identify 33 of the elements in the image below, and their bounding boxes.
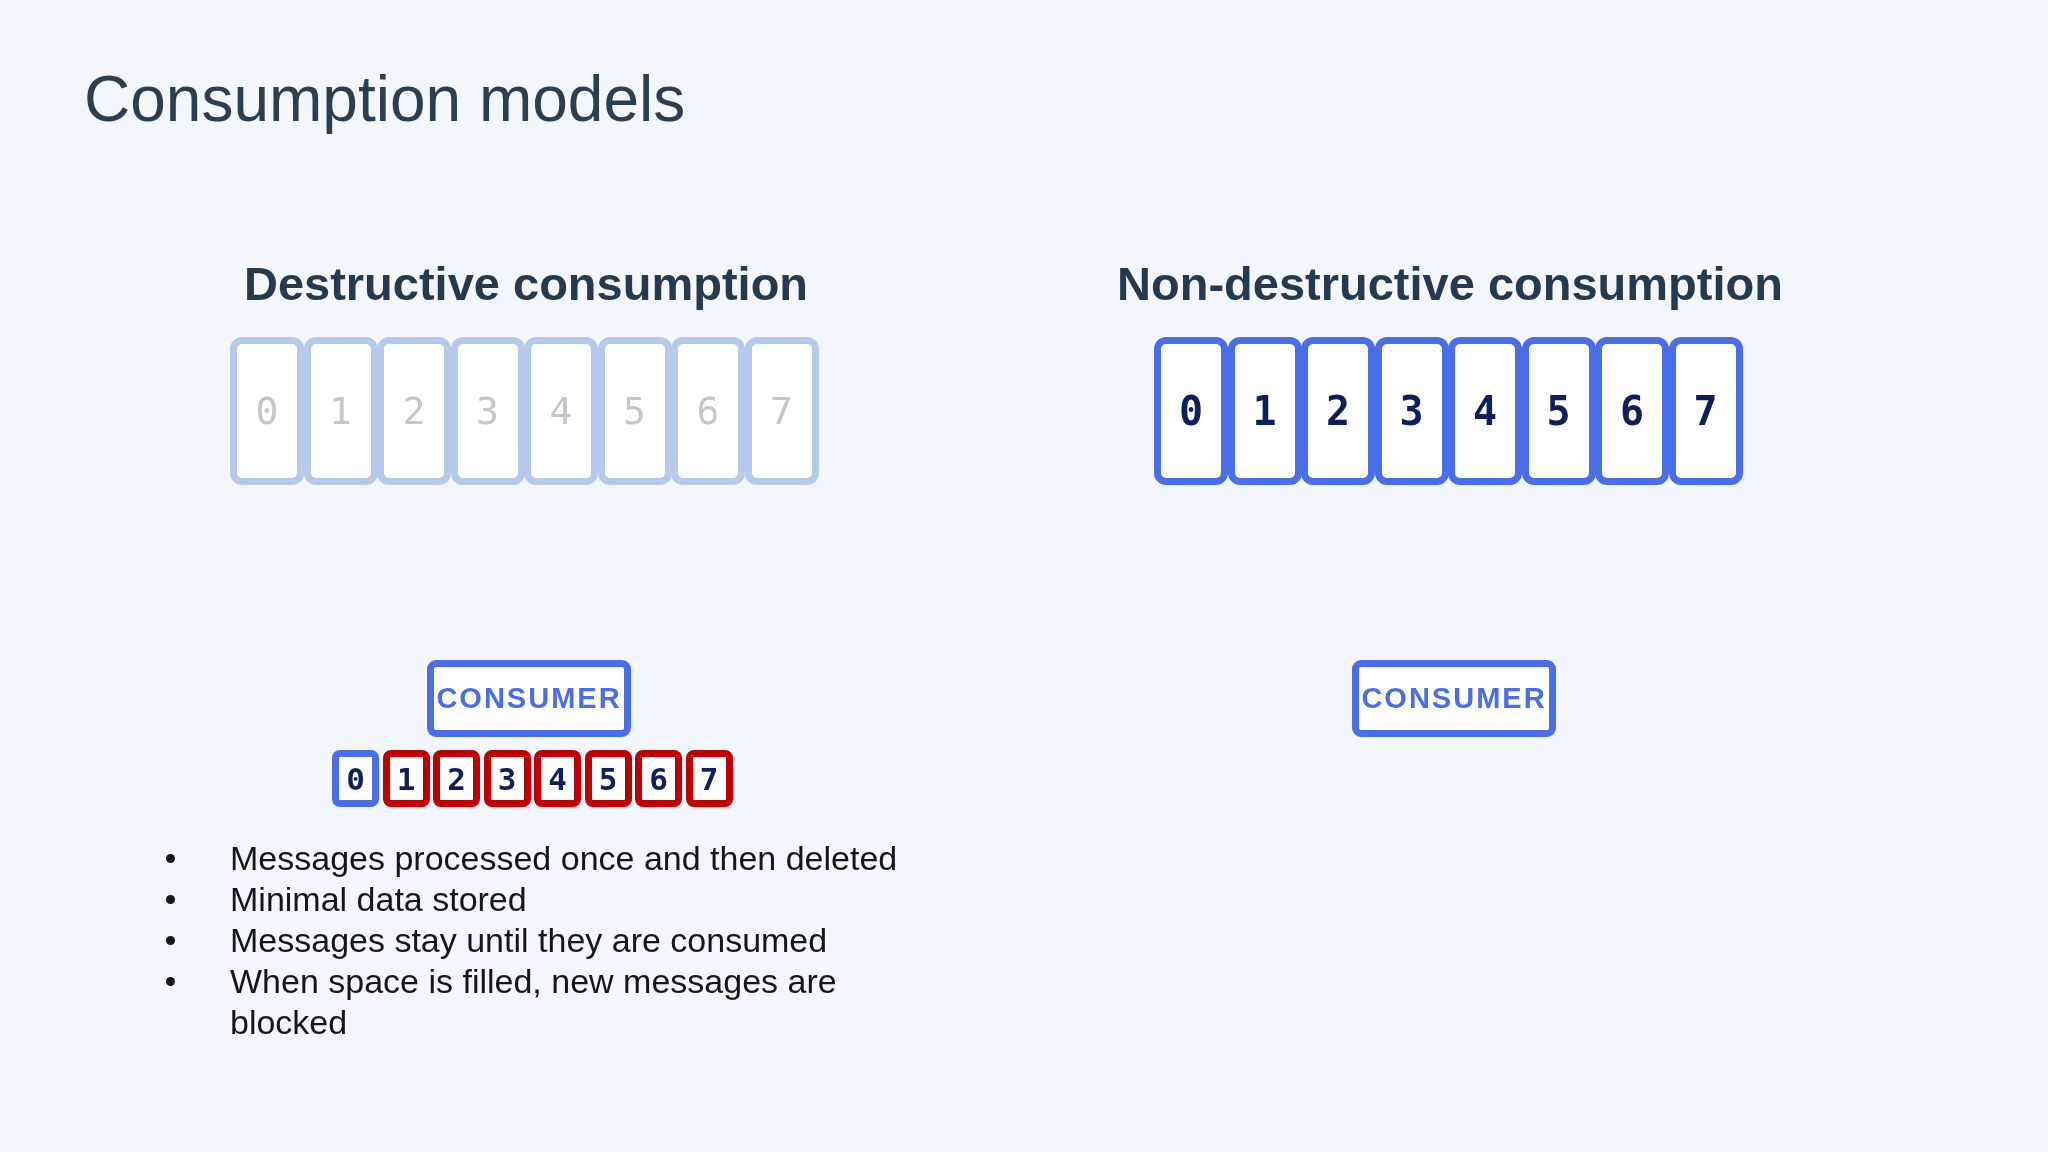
message-slot: 4 xyxy=(534,750,581,807)
bullet-text: Minimal data stored xyxy=(230,879,528,920)
message-slot: 1 xyxy=(1227,337,1302,485)
section-heading: Non-destructive consumption xyxy=(1117,256,1783,311)
message-slot: 6 xyxy=(1595,337,1669,485)
message-slot: 3 xyxy=(450,337,525,485)
message-slot: 2 xyxy=(377,337,451,485)
message-slot: 5 xyxy=(1521,337,1596,485)
section-heading: Destructive consumption xyxy=(243,256,809,311)
bullet-text: Messages processed once and then deleted xyxy=(230,838,899,879)
message-slot: 4 xyxy=(1448,337,1522,485)
bullet-text: When space is filled, new messages are blocked xyxy=(230,961,838,1043)
message-slot: 0 xyxy=(1154,337,1228,485)
slide-title: Consumption models xyxy=(84,62,686,136)
message-slot: 5 xyxy=(597,337,672,485)
message-slot: 6 xyxy=(635,750,682,807)
consumer-box: CONSUMER xyxy=(427,660,631,737)
message-slot: 1 xyxy=(382,750,430,807)
bullet-text: Messages stay until they are consumed xyxy=(230,920,829,961)
message-slot: 6 xyxy=(671,337,745,485)
message-slot: 3 xyxy=(483,750,531,807)
message-slot: 2 xyxy=(433,750,480,807)
message-slot: 5 xyxy=(584,750,632,807)
message-slot: 7 xyxy=(685,750,733,807)
message-slot: 7 xyxy=(744,337,819,485)
message-slot: 1 xyxy=(303,337,378,485)
message-slot: 4 xyxy=(524,337,598,485)
message-slot: 7 xyxy=(1668,337,1743,485)
message-slot: 0 xyxy=(332,750,379,807)
consumer-box: CONSUMER xyxy=(1352,660,1556,737)
message-slot: 3 xyxy=(1374,337,1449,485)
message-slot: 2 xyxy=(1301,337,1375,485)
message-slot: 0 xyxy=(230,337,304,485)
